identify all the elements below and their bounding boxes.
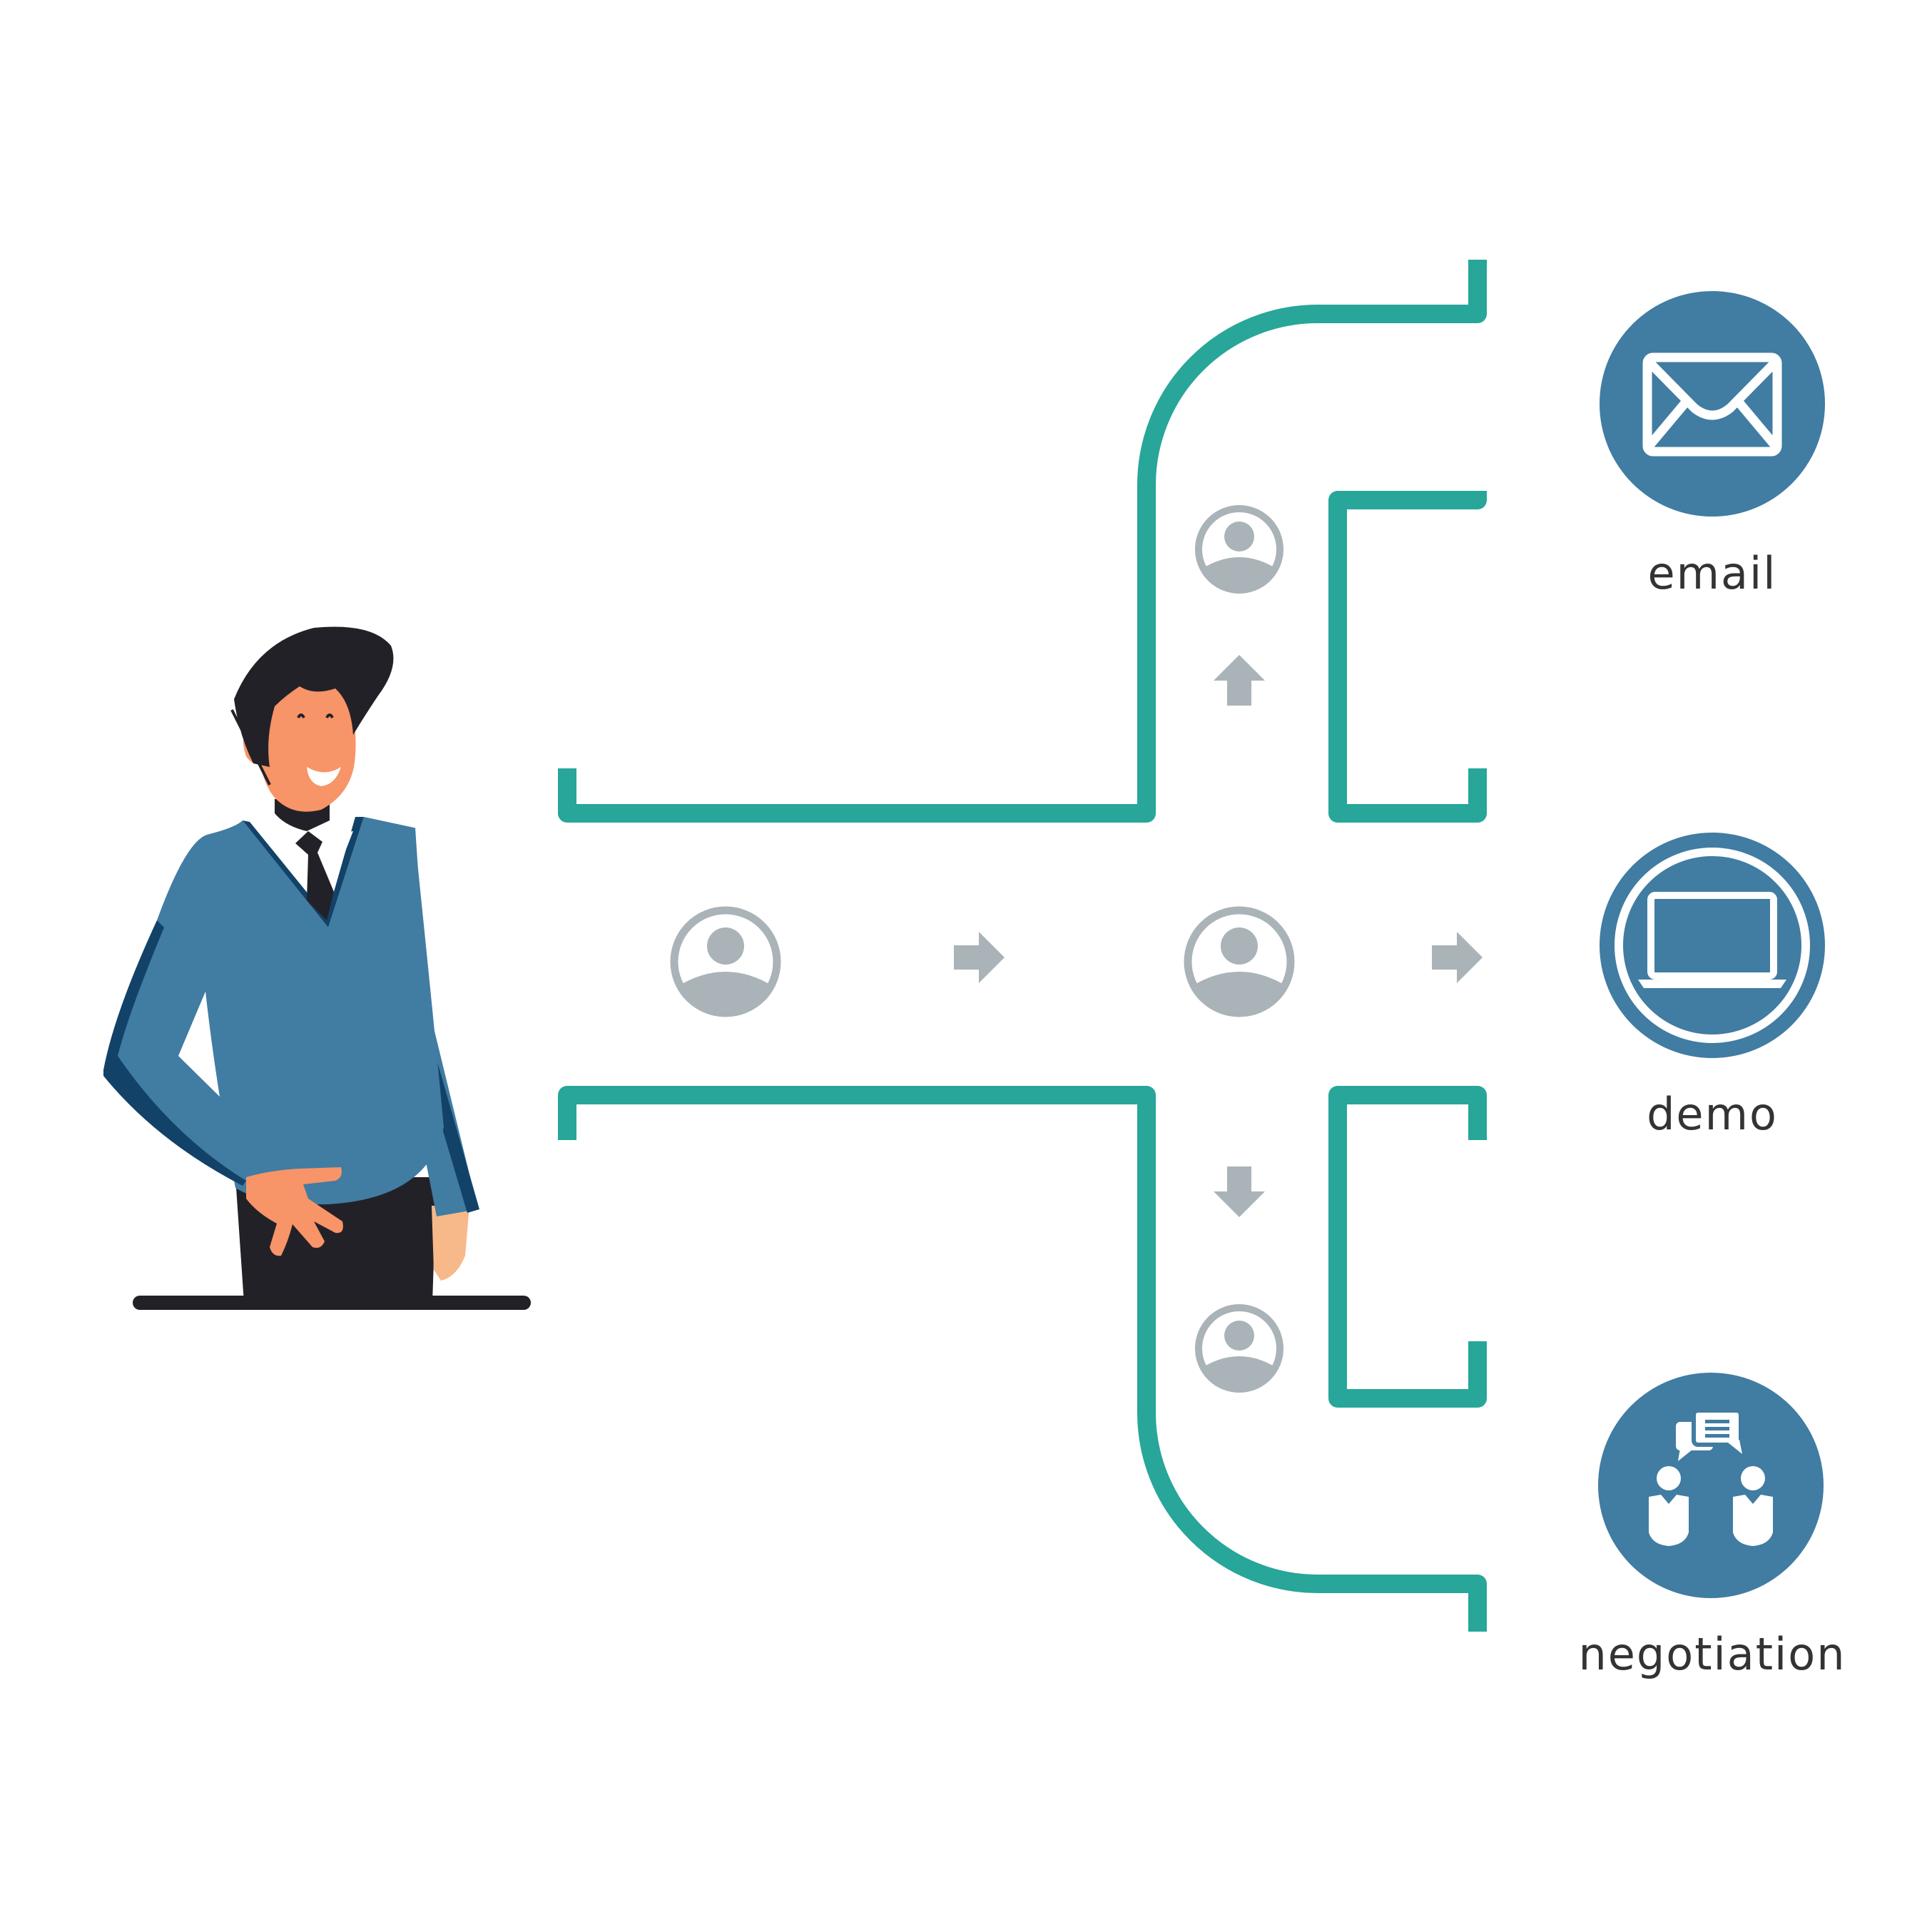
necktie [295,831,334,920]
track-upper-bracket [1328,491,1487,823]
left-hand [246,1167,343,1256]
track-lower-bracket [1328,1086,1487,1408]
person-node-upper [1199,509,1280,590]
track-upper-main [558,260,1487,823]
outcome-label-demo: demo [1647,1088,1778,1140]
outcome-label-email: email [1648,547,1777,599]
outcome-label-negotiation: negotiation [1578,1628,1846,1680]
right-hand [432,1206,469,1281]
salesman-illustration [103,626,531,1310]
outcome-demo: demo [1600,833,1825,1140]
person-node-start [674,910,777,1013]
track-lower-main [558,1086,1487,1632]
arrow-right-2-icon [1432,932,1483,983]
hair [234,626,394,767]
outcome-negotiation: negotiation [1578,1373,1846,1680]
arrow-up-icon [1214,655,1265,706]
envelope-icon [1642,352,1782,457]
sweater [200,817,444,1205]
funnel-tracks [558,260,1487,1632]
outcome-email: email [1600,291,1825,599]
arrow-down-icon [1214,1166,1265,1217]
person-node-lower [1199,1308,1280,1389]
laptop-icon [1638,892,1786,988]
arrow-right-1-icon [954,932,1005,983]
meeting-chat-icon [1649,1408,1773,1546]
person-node-middle [1188,910,1291,1013]
